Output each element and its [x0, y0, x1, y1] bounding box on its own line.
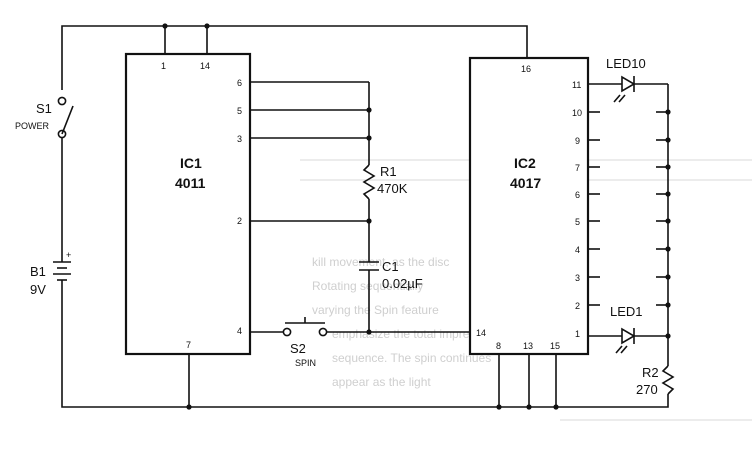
ic2-pin-4: 4 — [575, 245, 580, 255]
s1-caption: POWER — [15, 121, 50, 131]
ic2-pin-5: 5 — [575, 217, 580, 227]
junction-dot — [665, 164, 671, 170]
junction-dot — [665, 274, 671, 280]
s2-caption: SPIN — [295, 358, 316, 368]
ic2-pin-11: 11 — [572, 80, 581, 90]
top-power-rail — [61, 23, 528, 90]
ic1-name: IC1 — [180, 155, 202, 171]
c1-capacitor: C1 0.02µF — [359, 259, 423, 332]
led10-label: LED10 — [606, 56, 646, 71]
ic1-pin-3: 3 — [237, 134, 242, 144]
ic2-pin-13: 13 — [523, 341, 533, 351]
junction-dot — [553, 404, 559, 410]
ic1-part: 4011 — [175, 175, 206, 191]
r2-value: 270 — [636, 382, 658, 397]
junction-dot — [186, 404, 192, 410]
junction-dot — [665, 246, 671, 252]
b1-plus-sign: + — [66, 250, 71, 260]
s2-spin-switch: S2 SPIN — [250, 317, 470, 368]
s1-label: S1 — [36, 101, 52, 116]
junction-dot — [665, 333, 671, 339]
ic2-pin-8: 8 — [496, 341, 501, 351]
ic1-pin-7: 7 — [186, 340, 191, 350]
ic1-chip: IC1 4011 1 14 6 5 3 2 4 7 — [124, 52, 252, 356]
junction-dot — [366, 107, 372, 113]
s2-label: S2 — [290, 341, 306, 356]
background-text-line: emphasize the total impression — [332, 327, 497, 341]
ic2-pin-16: 16 — [521, 64, 531, 74]
ic1-output-wires — [250, 81, 372, 224]
r2-label: R2 — [642, 365, 659, 380]
junction-dot — [162, 23, 168, 29]
ic1-pin-2: 2 — [237, 216, 242, 226]
junction-dot — [204, 23, 210, 29]
ic2-pin-6: 6 — [575, 190, 580, 200]
background-text-line: sequence. The spin continues — [332, 351, 491, 365]
ic2-name: IC2 — [514, 155, 536, 171]
s1-power-switch: S1 POWER — [15, 96, 74, 255]
c1-value: 0.02µF — [382, 276, 423, 291]
background-text-line: varying the Spin feature — [312, 303, 439, 317]
ic2-pin-14: 14 — [476, 328, 486, 338]
background-show-through: kill movement, as the disc Rotating sequ… — [300, 159, 752, 421]
r2-resistor: R2 270 — [636, 365, 675, 397]
ic1-pin-14: 14 — [200, 61, 210, 71]
b1-label: B1 — [30, 264, 46, 279]
ic1-pin-4: 4 — [237, 326, 242, 336]
c1-label: C1 — [382, 259, 399, 274]
r1-resistor: R1 470K — [362, 164, 408, 262]
junction-dot — [665, 302, 671, 308]
bottom-ground-rail — [61, 290, 669, 410]
led1-label: LED1 — [610, 304, 643, 319]
ic1-pin-1: 1 — [161, 61, 166, 71]
background-text-line: kill movement, as the disc — [312, 255, 449, 269]
ic2-pin-15: 15 — [550, 341, 560, 351]
ic2-pin-2: 2 — [575, 301, 580, 311]
junction-dot — [366, 135, 372, 141]
junction-dot — [665, 137, 671, 143]
ic2-pin-9: 9 — [575, 136, 580, 146]
r1-label: R1 — [380, 164, 397, 179]
junction-dot — [665, 218, 671, 224]
background-text-line: appear as the light — [332, 375, 431, 389]
ic2-output-leads — [588, 109, 671, 339]
junction-dot — [366, 329, 372, 335]
junction-dot — [665, 191, 671, 197]
ic2-pin-7: 7 — [575, 163, 580, 173]
ic2-pin-1: 1 — [575, 329, 580, 339]
ic2-pin-10: 10 — [572, 108, 582, 118]
b1-value: 9V — [30, 282, 46, 297]
ic1-pin-5: 5 — [237, 106, 242, 116]
b1-battery: + B1 9V — [30, 250, 71, 297]
ic2-part: 4017 — [510, 175, 541, 191]
ic2-pin-3: 3 — [575, 273, 580, 283]
led1-diode: LED1 — [588, 304, 668, 354]
junction-dot — [665, 109, 671, 115]
ic1-pin-6: 6 — [237, 78, 242, 88]
r1-value: 470K — [377, 181, 408, 196]
junction-dot — [526, 404, 532, 410]
background-text-line: Rotating sequentially — [312, 279, 423, 293]
ic2-chip: IC2 4017 16 11 10 9 7 6 5 4 3 2 1 14 8 1… — [468, 56, 590, 356]
junction-dot — [496, 404, 502, 410]
led10-diode: LED10 — [588, 56, 668, 103]
